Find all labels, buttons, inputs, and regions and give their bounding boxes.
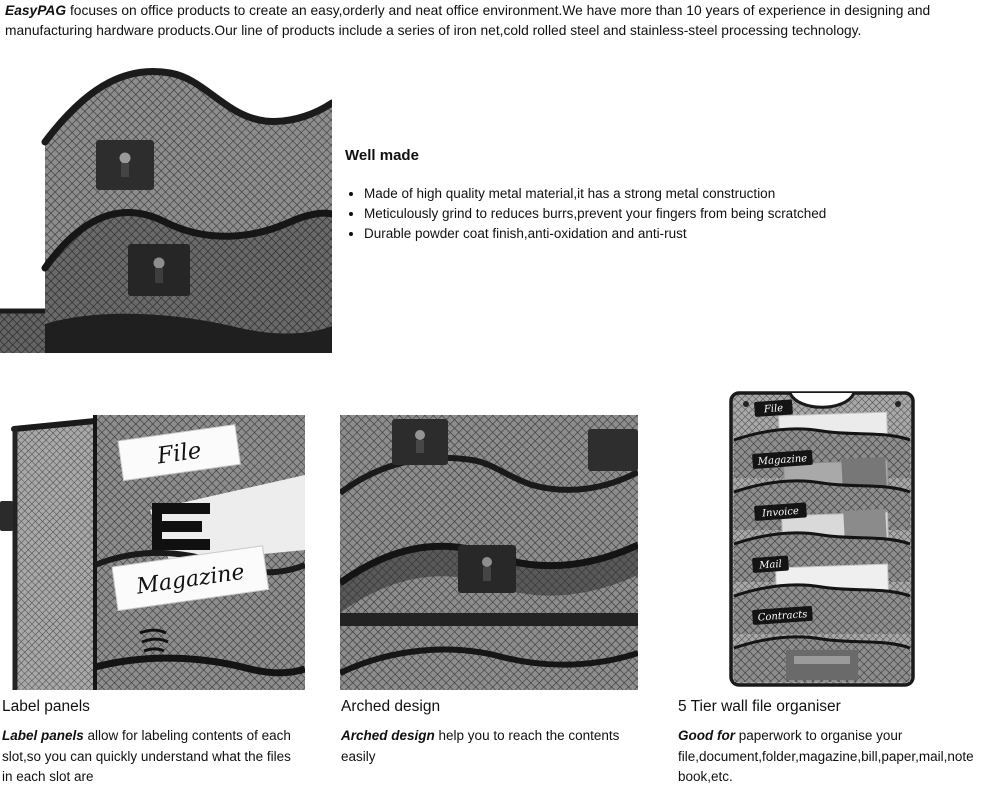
bottom-dark-band: [45, 313, 332, 353]
tier-label: Mail: [752, 555, 789, 573]
feature-lead: Label panels: [2, 728, 84, 743]
well-made-bullet-list: Made of high quality metal material,it h…: [349, 184, 964, 244]
feature-image-arched-design: [340, 415, 638, 690]
top-pocket-rim: [41, 67, 332, 146]
label-clip: [96, 140, 154, 190]
feature-title-arched-design: Arched design: [341, 698, 441, 715]
feature-body: paperwork to organise your file,document…: [678, 728, 974, 784]
bullet-item: Meticulously grind to reduces burrs,prev…: [364, 204, 964, 224]
screw-hole: [895, 401, 901, 407]
label-clip: [128, 244, 190, 296]
file-label-panel: File: [117, 424, 241, 482]
well-made-heading: Well made: [345, 147, 419, 164]
file-label-text: File: [155, 438, 203, 470]
feature-lead: Good for: [678, 728, 735, 743]
hanging-cutout: [788, 392, 856, 409]
feature-title-5-tier: 5 Tier wall file organiser: [678, 698, 841, 715]
tier-label: File: [754, 399, 793, 417]
frame-bar: [340, 613, 638, 626]
pocket-rim: [340, 646, 638, 676]
feature-image-5-tier-organiser: File Magazine Invoice: [724, 388, 920, 690]
label-clip: [392, 419, 448, 465]
tier-label: Magazine: [752, 449, 813, 469]
wall-bracket: [0, 501, 13, 531]
screw-hole: [743, 401, 749, 407]
mesh-side-panel: [14, 421, 95, 690]
feature-text-arched-design: Arched design help you to reach the cont…: [341, 726, 633, 767]
label-clip: [458, 545, 516, 593]
left-mesh-edge: [0, 310, 45, 353]
feature-title-label-panels: Label panels: [2, 698, 90, 715]
feature-body: allow for labeling contents of each slot…: [2, 728, 291, 784]
feature-image-label-panels: File Magazine: [0, 415, 305, 690]
intro-paragraph: EasyPAG focuses on office products to cr…: [5, 1, 977, 41]
svg-text:Mail: Mail: [758, 559, 782, 572]
label-clip: [588, 429, 638, 471]
product-closeup-image: [0, 60, 332, 353]
feature-body: help you to reach the contents easily: [341, 728, 620, 764]
tier-pocket: Contracts: [733, 605, 911, 682]
feature-lead: Arched design: [341, 728, 435, 743]
brand-name: EasyPAG: [5, 3, 67, 18]
feature-text-5-tier: Good for paperwork to organise your file…: [678, 726, 978, 788]
photo-highlight: [794, 656, 850, 664]
tier-label: Contracts: [752, 605, 813, 625]
handwriting-squiggles: [139, 628, 169, 653]
feature-text-label-panels: Label panels allow for labeling contents…: [2, 726, 294, 788]
bullet-item: Durable powder coat finish,anti-oxidatio…: [364, 224, 964, 244]
binder-clip: [152, 503, 210, 550]
svg-text:Invoice: Invoice: [761, 506, 800, 520]
svg-text:Magazine: Magazine: [757, 453, 808, 467]
tier-label: Invoice: [754, 502, 807, 521]
pocket-rim: [94, 654, 305, 677]
second-pocket-rim: [41, 209, 332, 272]
svg-text:Contracts: Contracts: [757, 609, 807, 623]
photo-in-pocket: [786, 650, 858, 680]
magazine-label-panel: Magazine: [111, 545, 270, 612]
side-panel-rim: [11, 418, 98, 432]
intro-text: focuses on office products to create an …: [5, 3, 931, 38]
svg-text:File: File: [763, 403, 784, 415]
bullet-item: Made of high quality metal material,it h…: [364, 184, 964, 204]
